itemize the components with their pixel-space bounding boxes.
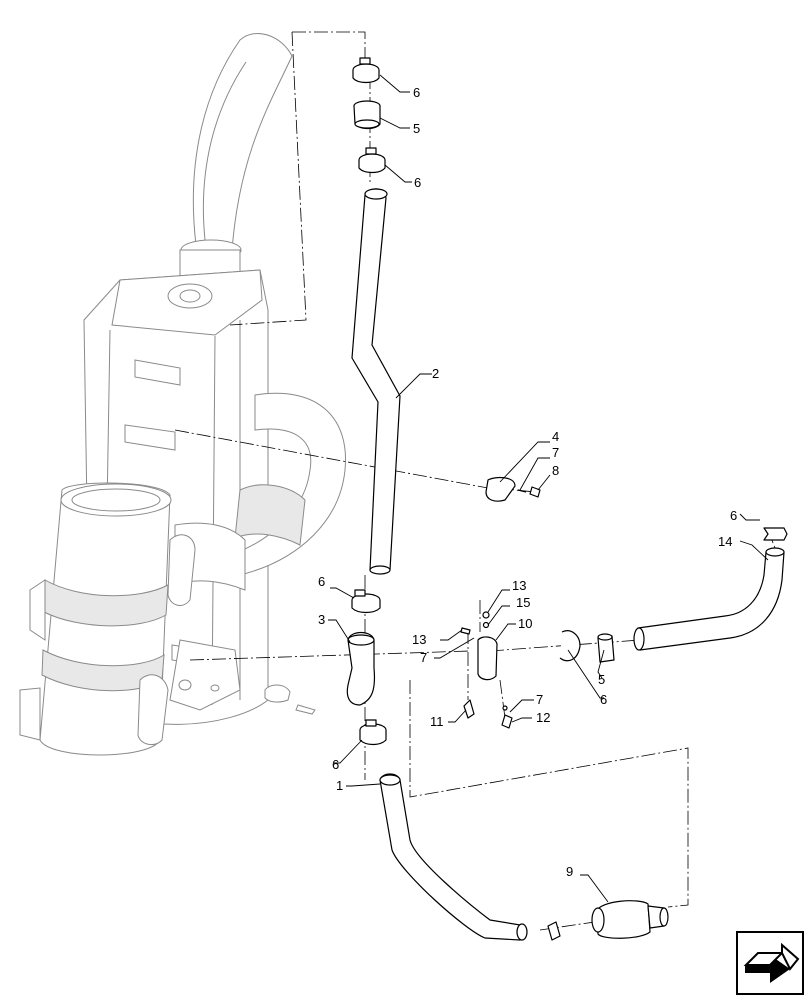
callout-6: 6	[332, 757, 339, 772]
callout-6: 6	[730, 508, 737, 523]
part-clamp-1-end	[547, 921, 561, 941]
callout-10: 10	[518, 616, 532, 631]
part-bracket-4	[485, 476, 516, 502]
pipe-14-end	[765, 547, 785, 557]
pipe-2-bottom-end	[369, 565, 391, 575]
callout-6: 6	[318, 574, 325, 589]
callout-4: 4	[552, 429, 559, 444]
part-clamp-6-right	[763, 527, 788, 541]
callout-6: 6	[600, 692, 607, 707]
callout-5: 5	[598, 672, 605, 687]
callout-1: 1	[336, 778, 343, 793]
part-pipe-14	[637, 551, 785, 651]
callout-7: 7	[420, 650, 427, 665]
part-clamp-6-upper	[358, 147, 386, 174]
muffler-assembly-background	[19, 32, 347, 756]
callout-13: 13	[412, 632, 426, 647]
pipe-2-top-end	[364, 188, 388, 200]
callout-6: 6	[413, 85, 420, 100]
callout-7: 7	[552, 445, 559, 460]
callout-2: 2	[432, 366, 439, 381]
callout-15: 15	[516, 595, 530, 610]
part-clamp-6-mid	[351, 589, 381, 614]
part-clamp-6-top	[352, 57, 380, 84]
part-washer-7-upper	[517, 489, 527, 493]
part-hose-3	[346, 631, 376, 706]
part-bolt-8	[529, 486, 541, 498]
callout-8: 8	[552, 463, 559, 478]
pipe-14-left-end	[633, 627, 645, 651]
part-clamp-6-right-lower	[559, 630, 581, 662]
callout-9: 9	[566, 864, 573, 879]
part-pipe-1	[379, 773, 521, 941]
callout-14: 14	[718, 534, 732, 549]
callout-12: 12	[536, 710, 550, 725]
next-page-button[interactable]	[736, 931, 804, 995]
callout-5: 5	[413, 121, 420, 136]
arrow-next-icon	[743, 942, 800, 983]
callout-13: 13	[512, 578, 526, 593]
leader-lines	[328, 74, 769, 903]
part-hardware-cluster	[460, 611, 513, 729]
callout-7: 7	[536, 692, 543, 707]
pipe-1-bottom-end	[516, 923, 528, 941]
hose-3-top	[347, 634, 375, 646]
callout-3: 3	[318, 612, 325, 627]
callout-11: 11	[430, 714, 444, 729]
part-resonator-9	[591, 900, 669, 939]
part-sleeve-5-top	[353, 100, 381, 130]
part-sleeve-5-right	[597, 633, 615, 663]
part-pipe-2	[351, 188, 401, 571]
part-clamp-6-lower	[359, 719, 387, 746]
pipe-1-top-end	[379, 774, 401, 786]
callout-6: 6	[414, 175, 421, 190]
callout-numbers: 6 5 6 2 4 7 8 6 14 6 13 15 3 13 10 7 5 6…	[318, 85, 737, 879]
